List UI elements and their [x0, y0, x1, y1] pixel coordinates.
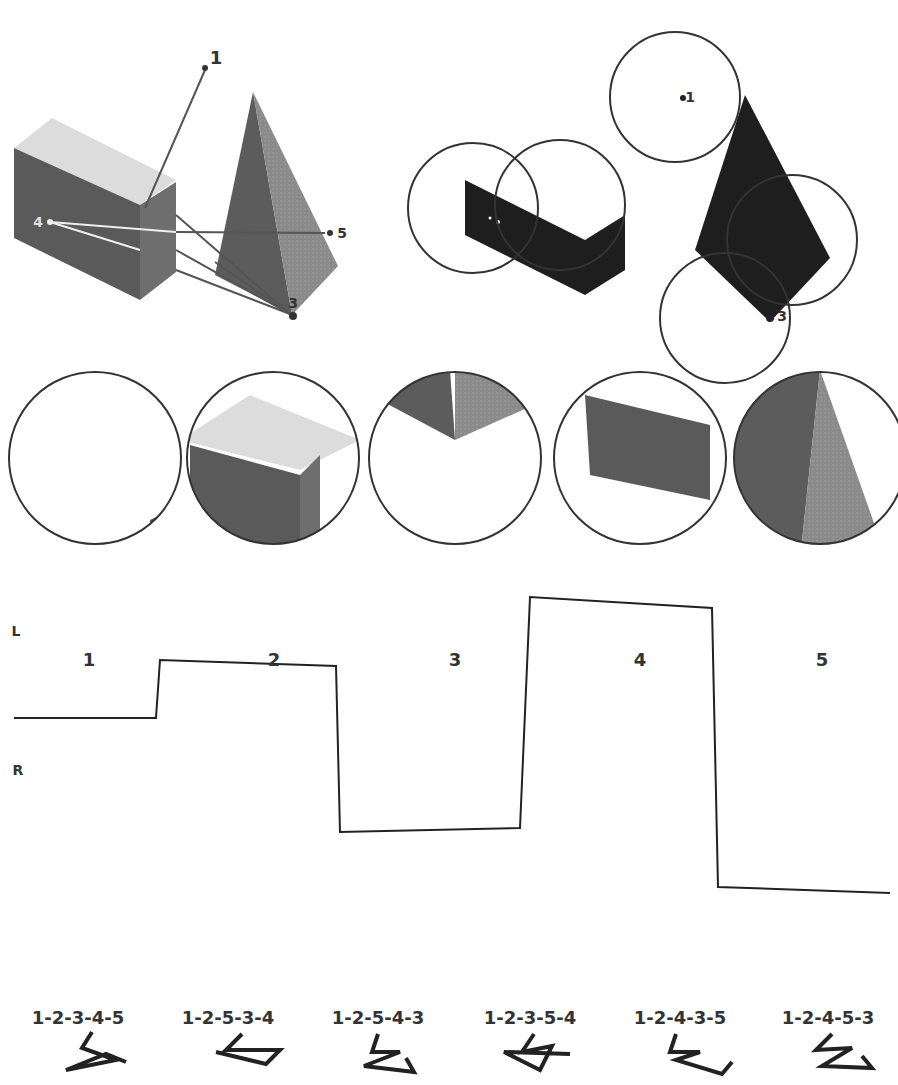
- segment-number: 4: [634, 651, 647, 669]
- scanpath-glyphs: [66, 1032, 872, 1074]
- sequence-label: 1-2-4-5-3: [782, 1009, 875, 1027]
- callout-number: 1: [210, 49, 223, 67]
- sequence-label: 1-2-5-3-4: [182, 1009, 275, 1027]
- segment-number: 3: [449, 651, 462, 669]
- scanpath-lines: [47, 65, 333, 320]
- channel-label: L: [12, 624, 21, 638]
- sequence-label: 1-2-3-5-4: [484, 1009, 577, 1027]
- sequence-label: 1-2-4-3-5: [634, 1009, 727, 1027]
- foveal-views: [9, 370, 898, 560]
- segment-number: 5: [816, 651, 829, 669]
- eye-trace: [14, 597, 890, 893]
- block-and-pyramid: [14, 92, 338, 315]
- segment-number: 2: [268, 651, 281, 669]
- callout-number: 5: [337, 226, 347, 240]
- sequence-label: 1-2-5-4-3: [332, 1009, 425, 1027]
- silhouettes: [465, 95, 830, 322]
- callout-number: 3: [288, 296, 298, 310]
- callout-number: 4: [33, 215, 43, 229]
- segment-number: 1: [83, 651, 96, 669]
- fixation-fields: [408, 32, 857, 383]
- callout-number: 1: [685, 90, 695, 104]
- callout-number: 3: [777, 309, 787, 323]
- sequence-label: 1-2-3-4-5: [32, 1009, 125, 1027]
- channel-label: R: [13, 763, 24, 777]
